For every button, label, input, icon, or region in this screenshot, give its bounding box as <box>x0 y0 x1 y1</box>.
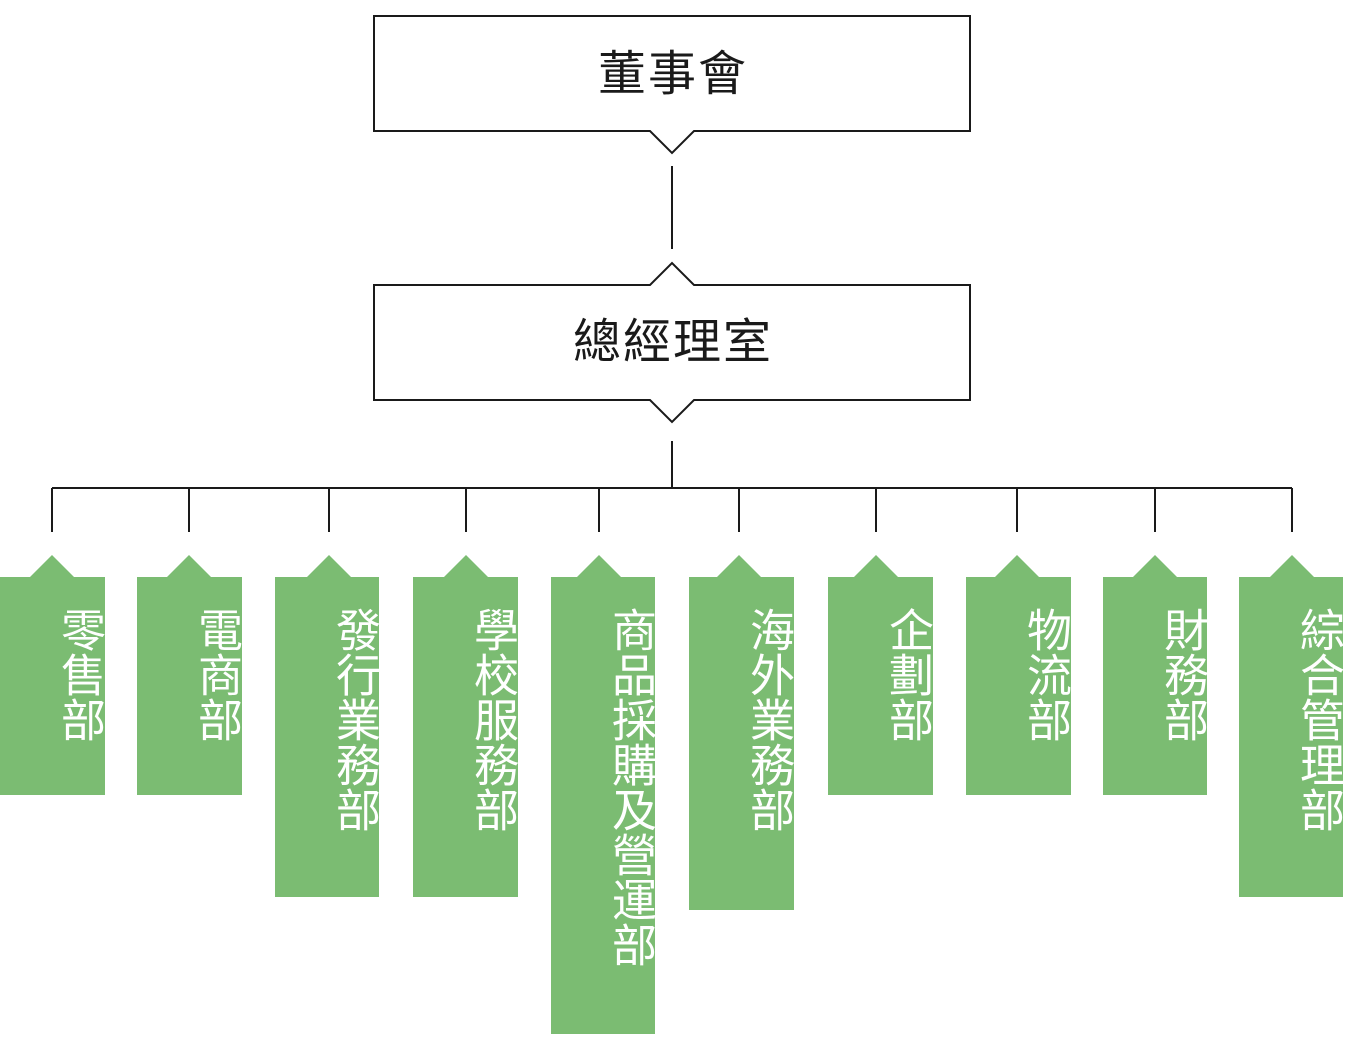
dept-label-procurement: 商品採購及營運部 <box>604 607 657 967</box>
dept-label-overseas: 海外業務部 <box>742 607 795 832</box>
dept-label-publishing: 發行業務部 <box>328 607 381 832</box>
dept-box-procurement <box>551 555 655 1034</box>
dept-box-finance <box>1103 555 1207 795</box>
department-drops <box>51 488 1293 532</box>
dept-box-publishing <box>275 555 379 897</box>
dept-box-school <box>413 555 518 897</box>
board-label: 董事會 <box>597 46 748 102</box>
dept-label-admin: 綜合管理部 <box>1292 607 1345 832</box>
gm-office-label: 總經理室 <box>572 314 773 370</box>
dept-box-ecommerce <box>137 555 242 795</box>
dept-label-ecommerce: 電商部 <box>190 607 243 742</box>
dept-label-retail: 零售部 <box>53 607 106 742</box>
board-box <box>373 15 971 155</box>
dept-box-logistics <box>966 555 1071 795</box>
gm-office-box <box>373 261 971 424</box>
dept-box-overseas <box>689 555 794 910</box>
dept-box-retail <box>0 555 105 795</box>
dept-label-planning: 企劃部 <box>881 607 934 742</box>
dept-label-finance: 財務部 <box>1156 607 1209 742</box>
dept-box-admin <box>1239 555 1343 897</box>
dept-label-logistics: 物流部 <box>1019 607 1072 742</box>
dept-box-planning <box>828 555 933 795</box>
dept-label-school: 學校服務部 <box>466 607 519 832</box>
department-boxes <box>0 555 1343 1034</box>
